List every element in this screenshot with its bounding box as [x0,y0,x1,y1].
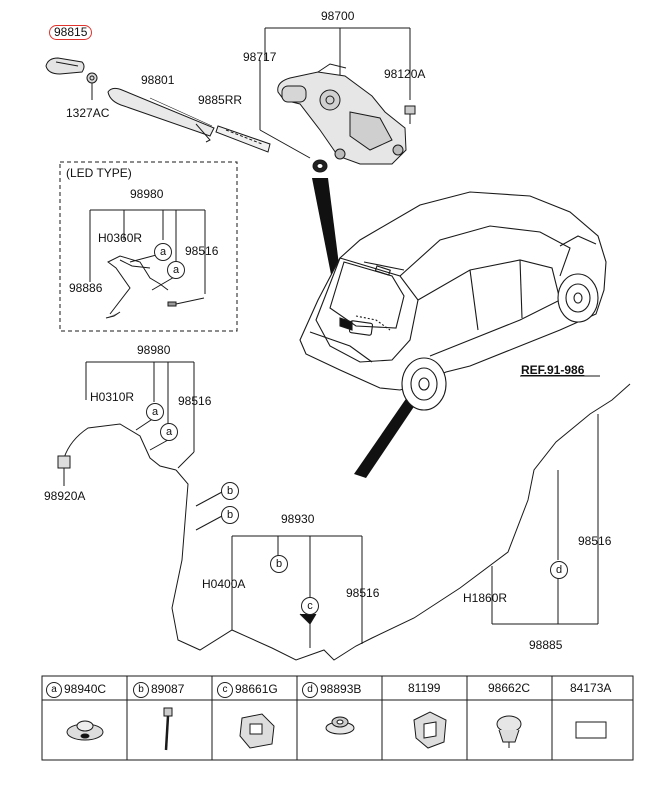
callout-a-led-1[interactable]: a [154,243,172,261]
part-label-led-98886[interactable]: 98886 [69,281,103,295]
part-label-98801[interactable]: 98801 [141,73,175,87]
legend-part-5[interactable]: 81199 [408,681,441,695]
wiper-blade-part [215,125,271,153]
grommet-part [312,159,328,173]
part-label-led-98980[interactable]: 98980 [130,187,164,201]
callout-a-mid-2[interactable]: a [160,423,178,441]
callout-a-led-2[interactable]: a [167,261,185,279]
motor-leader-lines [259,27,411,159]
legend-letter-3: c [217,682,233,698]
right-hose-lines [491,375,600,625]
legend-part-4[interactable]: 98893B [320,682,362,697]
legend-letter-2: b [133,682,149,698]
part-label-98120a[interactable]: 98120A [384,67,426,81]
mid-hose-lines [57,361,631,661]
part-label-mid-98516[interactable]: 98516 [178,394,212,408]
part-label-98930[interactable]: 98930 [281,512,315,526]
part-label-h1860r[interactable]: H1860R [463,591,508,605]
callout-b-1[interactable]: b [221,482,239,500]
led-type-box [59,161,238,332]
b-arrow-1 [195,491,223,507]
led-type-title: (LED TYPE) [66,166,132,180]
legend-cell-6: 98662C [488,682,530,695]
callout-c-1[interactable]: c [301,597,319,615]
led-hose-lines [89,209,206,319]
legend-letter-1: a [46,682,62,698]
part-label-bottom-98516[interactable]: 98516 [346,586,380,600]
part-label-98815[interactable]: 98815 [49,25,93,40]
part-label-98717[interactable]: 98717 [243,50,277,64]
wiper-motor-part [277,63,407,165]
legend-table [41,675,634,761]
car-outline [299,191,607,411]
legend-part-7[interactable]: 84173A [570,681,612,695]
callout-b-2[interactable]: b [221,506,239,524]
part-label-h0400a[interactable]: H0400A [202,577,246,591]
cap-98662c-icon [496,715,522,748]
legend-part-6[interactable]: 98662C [488,681,531,695]
part-label-led-h0360r[interactable]: H0360R [98,231,143,245]
part-label-mid-h0310r[interactable]: H0310R [90,390,135,404]
wiper-arm-part [107,87,215,143]
clip-81199-icon [413,711,447,749]
part-label-mid-98980[interactable]: 98980 [137,343,171,357]
legend-cell-7: 84173A [570,682,611,695]
grommet-98893b-icon [325,716,355,735]
legend-cell-5: 81199 [408,682,440,695]
part-label-9885rr[interactable]: 9885RR [198,93,243,107]
part-label-98920a[interactable]: 98920A [44,489,86,503]
clip-98661g-icon [239,713,275,749]
legend-part-1[interactable]: 98940C [64,682,107,697]
pad-84173a-icon [575,721,607,739]
tie-89087-icon [163,707,173,751]
callout-a-mid-1[interactable]: a [146,403,164,421]
bolt-98120a-part [404,105,416,124]
ref-label[interactable]: REF.91-986 [521,363,585,377]
part-label-right-98516[interactable]: 98516 [578,534,612,548]
callout-d-1[interactable]: d [550,561,568,579]
part-label-1327ac[interactable]: 1327AC [66,106,110,120]
callout-b-3[interactable]: b [270,555,288,573]
bottom-hose-lines [231,535,363,648]
clip-98940c-icon [66,720,104,741]
part-label-98885[interactable]: 98885 [529,638,563,652]
legend-letter-4: d [302,682,318,698]
nut-1327ac-part [86,72,98,100]
part-label-98700[interactable]: 98700 [321,9,355,23]
part-label-led-98516[interactable]: 98516 [185,244,219,258]
b-arrow-2 [195,515,223,531]
wiper-cap-part [45,57,85,75]
legend-part-2[interactable]: 89087 [151,682,185,697]
legend-part-3[interactable]: 98661G [235,682,278,697]
